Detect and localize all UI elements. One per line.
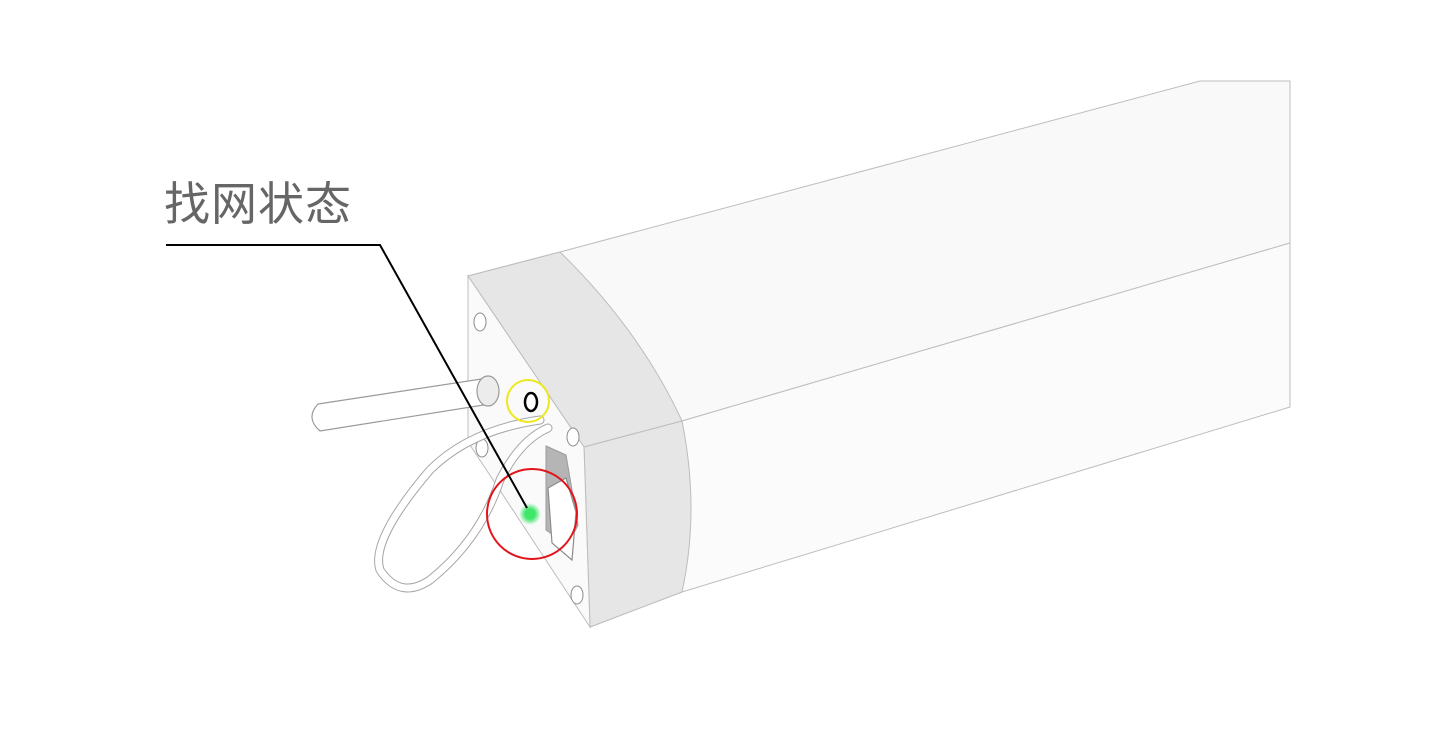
led-highlight-ring xyxy=(486,468,578,560)
pinhole-button-icon[interactable] xyxy=(523,391,539,413)
shaft-rod xyxy=(311,377,491,432)
green-led-icon xyxy=(525,509,535,519)
end-cap-face xyxy=(467,251,683,448)
end-cap-front xyxy=(583,420,692,628)
shaft-collar xyxy=(476,375,500,407)
callout-label: 找网状态 xyxy=(164,177,352,231)
button-highlight-ring xyxy=(506,379,550,423)
callout-leader-line xyxy=(166,244,528,509)
screw-hole-top xyxy=(473,312,487,332)
power-cord-inner xyxy=(375,416,552,592)
screw-hole-bottom xyxy=(570,585,584,605)
screw-hole-right xyxy=(566,427,580,447)
